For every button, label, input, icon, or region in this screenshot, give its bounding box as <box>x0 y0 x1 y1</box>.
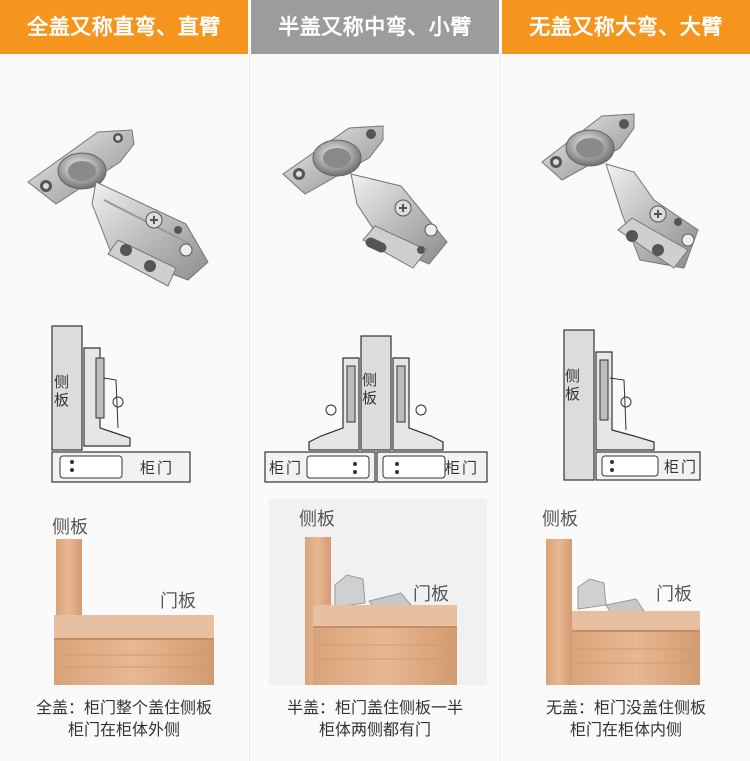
column-full-overlay: 全盖又称直弯、直臂 侧板 柜 <box>0 0 248 761</box>
diagram-door-left-label: 柜门 <box>269 459 303 477</box>
photo-side-panel-label: 侧板 <box>52 517 88 538</box>
caption-line-1: 全盖：柜门整个盖住侧板 <box>35 698 212 717</box>
wood-photo-half-overlay <box>269 499 487 685</box>
caption-line-2: 柜门在柜体内侧 <box>569 720 682 739</box>
caption-line-1: 半盖：柜门盖住侧板一半 <box>286 698 463 717</box>
diagram-door-label: 柜门 <box>664 458 698 476</box>
header-inset: 无盖又称大弯、大臂 <box>502 0 750 54</box>
column-inset: 无盖又称大弯、大臂 侧板 柜门 侧板 <box>502 0 750 761</box>
caption-line-2: 柜门在柜体外侧 <box>67 720 180 739</box>
column-divider <box>500 54 501 761</box>
hinge-image-straight-arm <box>27 129 209 287</box>
wood-photo-inset <box>546 539 700 685</box>
photo-door-label: 门板 <box>413 584 449 605</box>
caption-full-overlay: 全盖：柜门整个盖住侧板 柜门在柜体外侧 <box>0 697 248 741</box>
photo-side-panel-label: 侧板 <box>542 509 578 530</box>
diagram-side-panel-label: 侧板 <box>52 374 70 410</box>
caption-half-overlay: 半盖：柜门盖住侧板一半 柜体两侧都有门 <box>251 697 499 741</box>
hinge-image-large-bend <box>541 113 699 269</box>
photo-side-panel-label: 侧板 <box>299 509 335 530</box>
header-half-overlay: 半盖又称中弯、小臂 <box>251 0 499 54</box>
diagram-half-overlay: 侧板 柜门 柜门 <box>264 335 488 483</box>
column-divider <box>249 54 250 761</box>
photo-door-label: 门板 <box>160 591 196 612</box>
photo-door-label: 门板 <box>656 584 692 605</box>
diagram-door-right-label: 柜门 <box>445 459 479 477</box>
diagram-side-panel-label: 侧板 <box>563 368 581 404</box>
diagram-side-panel-label: 侧板 <box>360 372 378 408</box>
header-full-overlay: 全盖又称直弯、直臂 <box>0 0 248 54</box>
wood-photo-full-overlay <box>54 539 214 685</box>
caption-line-1: 无盖：柜门没盖住侧板 <box>545 698 706 717</box>
diagram-full-overlay: 侧板 柜门 <box>51 325 191 483</box>
caption-inset: 无盖：柜门没盖住侧板 柜门在柜体内侧 <box>502 697 750 741</box>
column-half-overlay: 半盖又称中弯、小臂 侧板 柜门 <box>251 0 499 761</box>
hinge-image-middle-bend <box>282 125 448 269</box>
diagram-inset: 侧板 柜门 <box>563 329 701 481</box>
caption-line-2: 柜体两侧都有门 <box>318 720 431 739</box>
diagram-door-label: 柜门 <box>140 459 174 477</box>
